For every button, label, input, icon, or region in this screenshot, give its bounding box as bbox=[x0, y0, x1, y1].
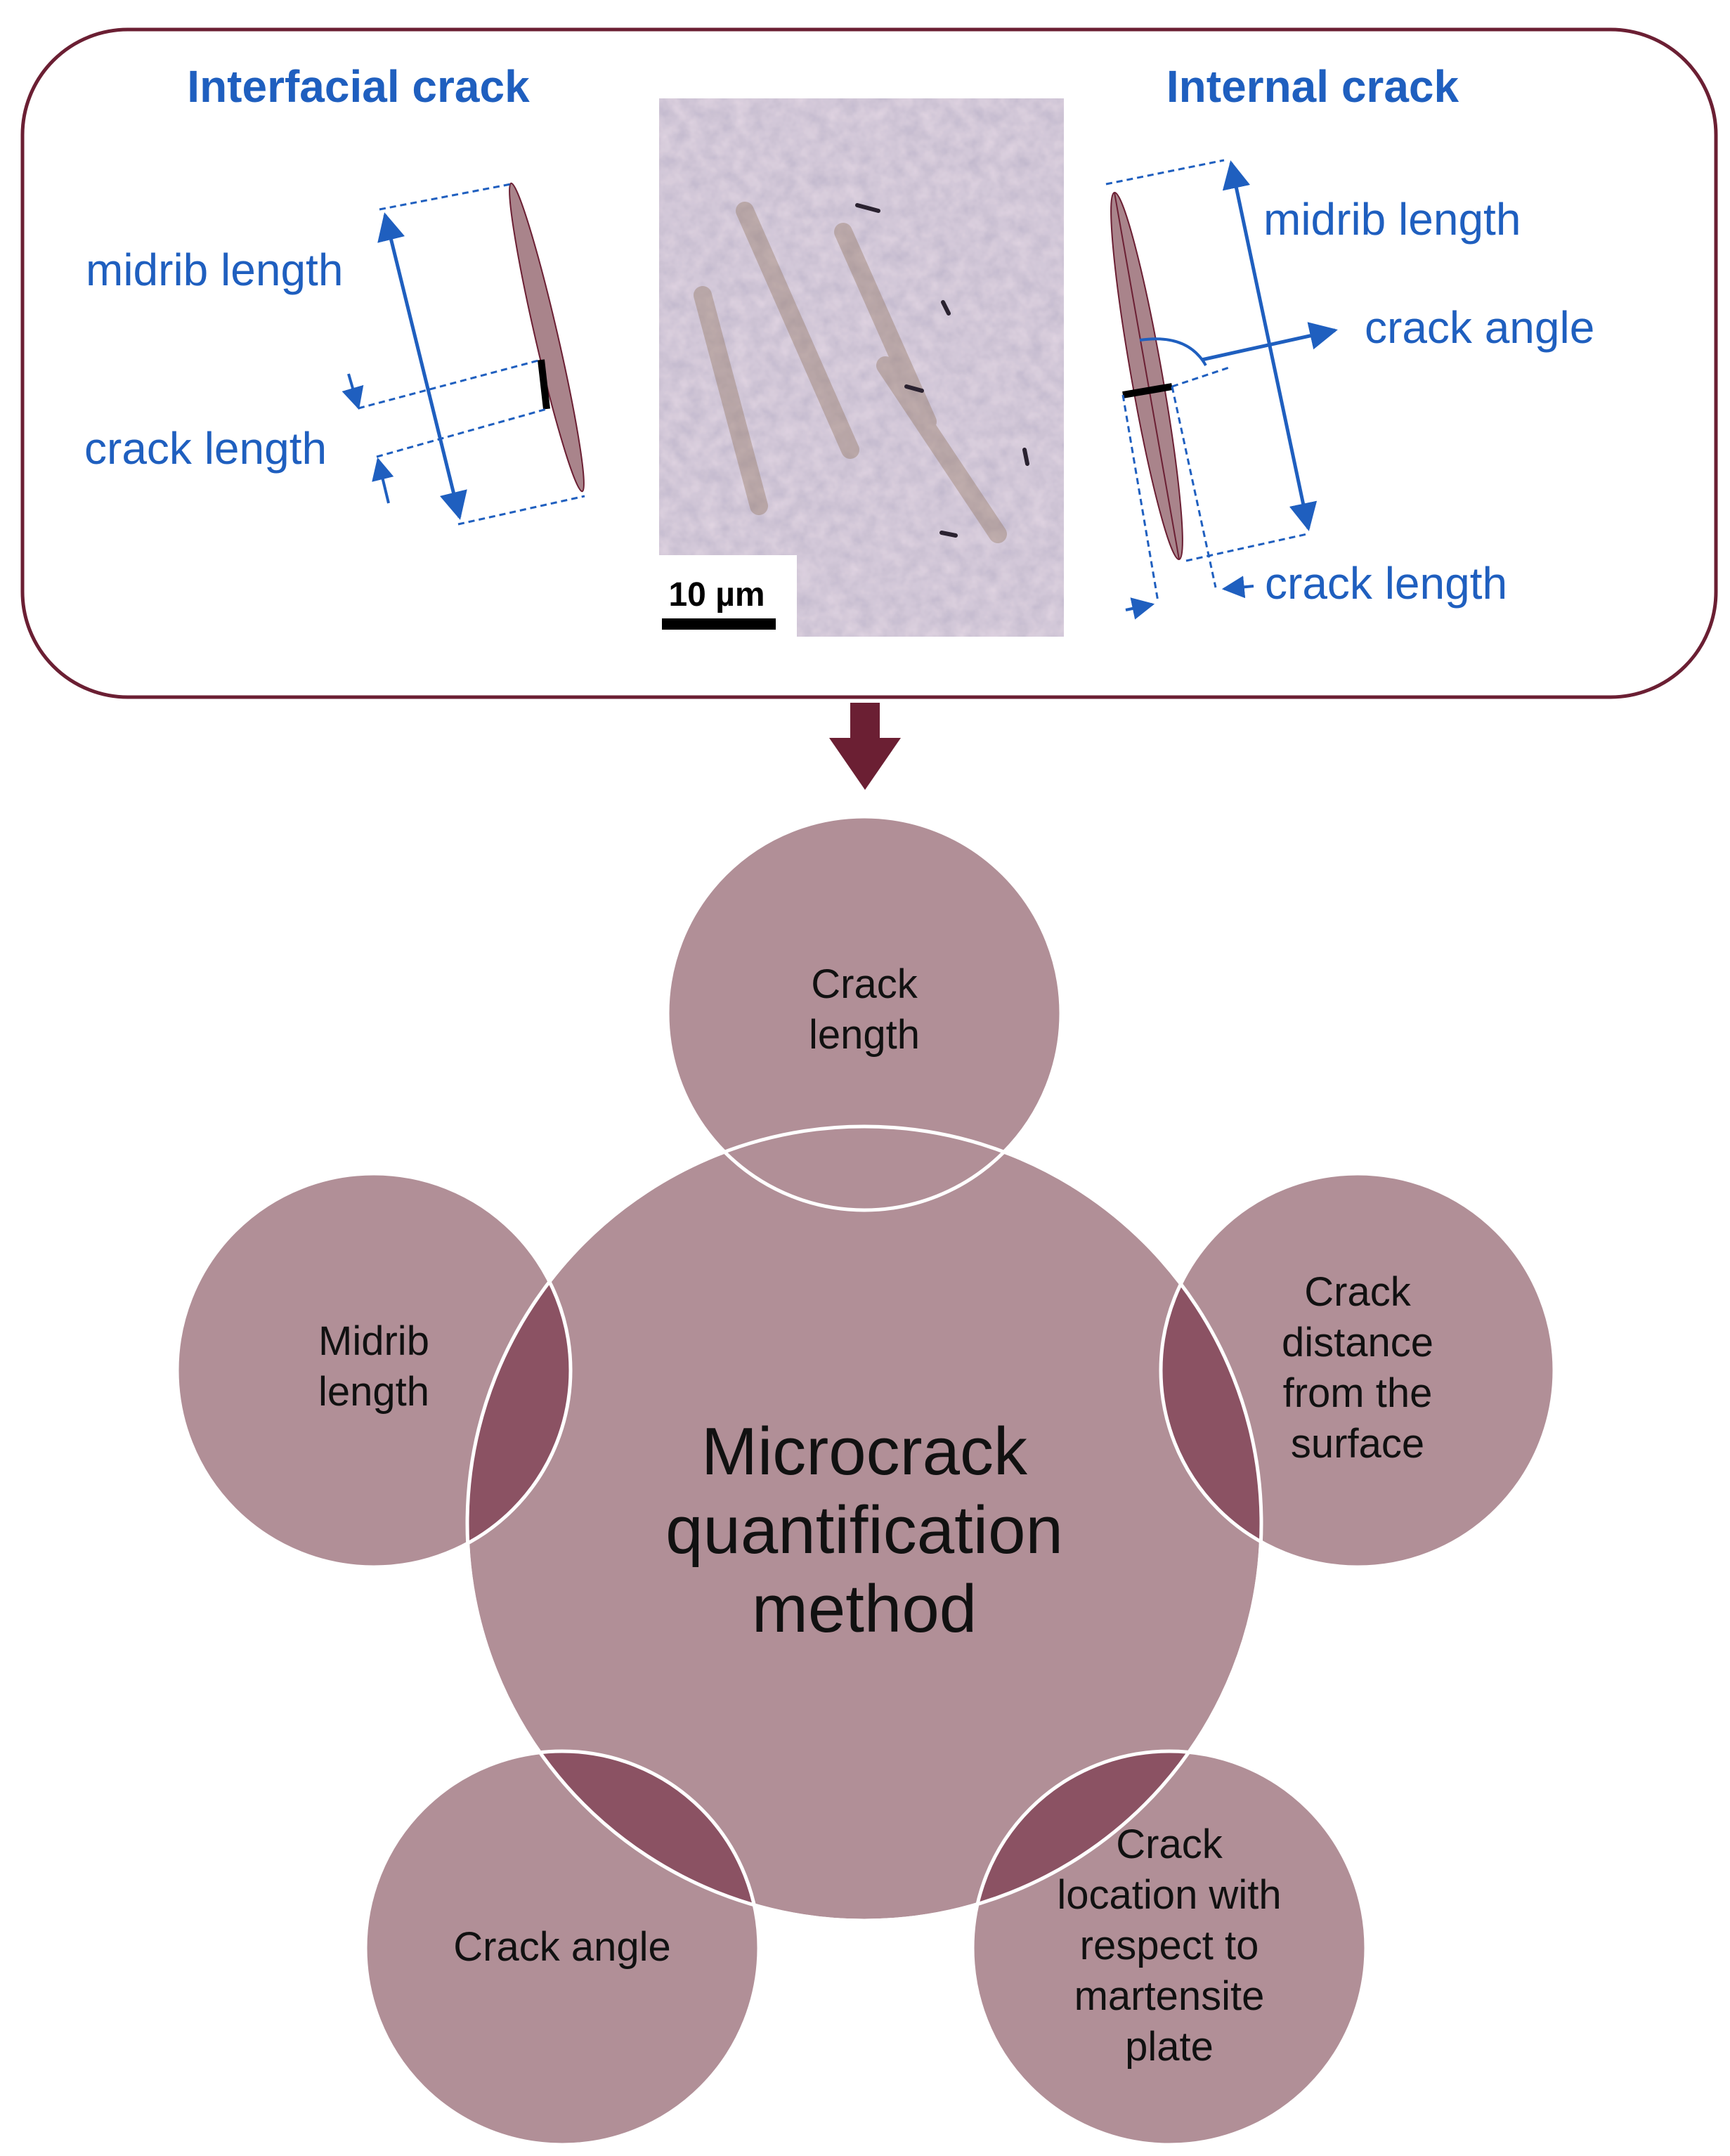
crack-location-text-3: respect to bbox=[1080, 1923, 1259, 1968]
midrib-dash-top-right bbox=[1105, 159, 1225, 186]
center-text-line3: method bbox=[752, 1571, 977, 1647]
internal-crack-mark bbox=[1122, 383, 1173, 398]
interfacial-crack-mark bbox=[538, 359, 550, 410]
internal-crack-schematic: midrib length crack angle crack length bbox=[1105, 159, 1594, 620]
interfacial-crack-title: Interfacial crack bbox=[187, 61, 530, 112]
scale-bar-label: 10 µm bbox=[668, 576, 765, 613]
crack-distance-text-3: from the bbox=[1283, 1370, 1433, 1416]
crack-location-text-1: Crack bbox=[1116, 1821, 1223, 1867]
crack-distance-text-2: distance bbox=[1282, 1320, 1433, 1365]
center-text-line2: quantification bbox=[665, 1493, 1063, 1568]
crack-dash-right-right bbox=[1171, 386, 1217, 588]
circle-crack-angle bbox=[365, 1751, 759, 2145]
crack-distance-text-4: surface bbox=[1291, 1421, 1424, 1467]
angle-reference-dash bbox=[1171, 365, 1232, 388]
interfacial-crack-schematic: midrib length crack length bbox=[84, 182, 585, 526]
midrib-dash-bottom bbox=[457, 495, 585, 526]
internal-crack-title: Internal crack bbox=[1166, 61, 1459, 112]
crack-length-text-2: length bbox=[809, 1012, 920, 1058]
satellite-bodies bbox=[177, 817, 1554, 2145]
crack-distance-text-1: Crack bbox=[1304, 1269, 1411, 1315]
crack-arrow-right-b bbox=[1221, 576, 1254, 599]
midrib-arrow-left bbox=[377, 212, 467, 520]
crack-dash-left-right bbox=[1121, 394, 1159, 602]
crack-angle-text: Crack angle bbox=[453, 1924, 670, 1970]
label-crack-angle: crack angle bbox=[1365, 302, 1594, 353]
crack-arrow-left-b bbox=[372, 457, 394, 504]
down-arrow bbox=[829, 703, 901, 790]
crack-angle-arc bbox=[1139, 337, 1207, 366]
midrib-length-text-1: Midrib bbox=[318, 1318, 429, 1364]
scale-bar bbox=[662, 618, 776, 630]
martensite-plate-left bbox=[509, 182, 585, 493]
circle-crack-length bbox=[668, 817, 1061, 1210]
crack-dash-top bbox=[358, 358, 542, 410]
top-panel-frame bbox=[20, 27, 1718, 699]
crack-length-text-1: Crack bbox=[811, 961, 918, 1007]
crack-arrow-right-a bbox=[1125, 597, 1155, 620]
plate-midrib-line bbox=[1114, 192, 1180, 560]
label-midrib-length-left: midrib length bbox=[86, 245, 343, 295]
center-text-line1: Microcrack bbox=[701, 1414, 1028, 1489]
crack-arrow-left-a bbox=[342, 373, 364, 410]
midrib-dash-top bbox=[379, 183, 512, 211]
crack-location-text-4: martensite bbox=[1074, 1973, 1265, 2019]
label-crack-length-left: crack length bbox=[84, 423, 327, 474]
label-crack-length-right: crack length bbox=[1265, 558, 1507, 609]
crack-location-text-2: location with bbox=[1057, 1872, 1281, 1918]
micrograph: 10 µm bbox=[659, 98, 1064, 637]
midrib-dash-bottom-right bbox=[1185, 533, 1308, 562]
circle-outlines bbox=[175, 814, 1556, 2147]
midrib-length-text-2: length bbox=[318, 1369, 429, 1415]
circle-crack-location bbox=[973, 1751, 1366, 2145]
crack-angle-arrow bbox=[1201, 322, 1338, 362]
crack-location-text-5: plate bbox=[1125, 2024, 1214, 2070]
label-midrib-length-right: midrib length bbox=[1263, 194, 1521, 245]
crack-dash-bottom bbox=[376, 408, 547, 458]
